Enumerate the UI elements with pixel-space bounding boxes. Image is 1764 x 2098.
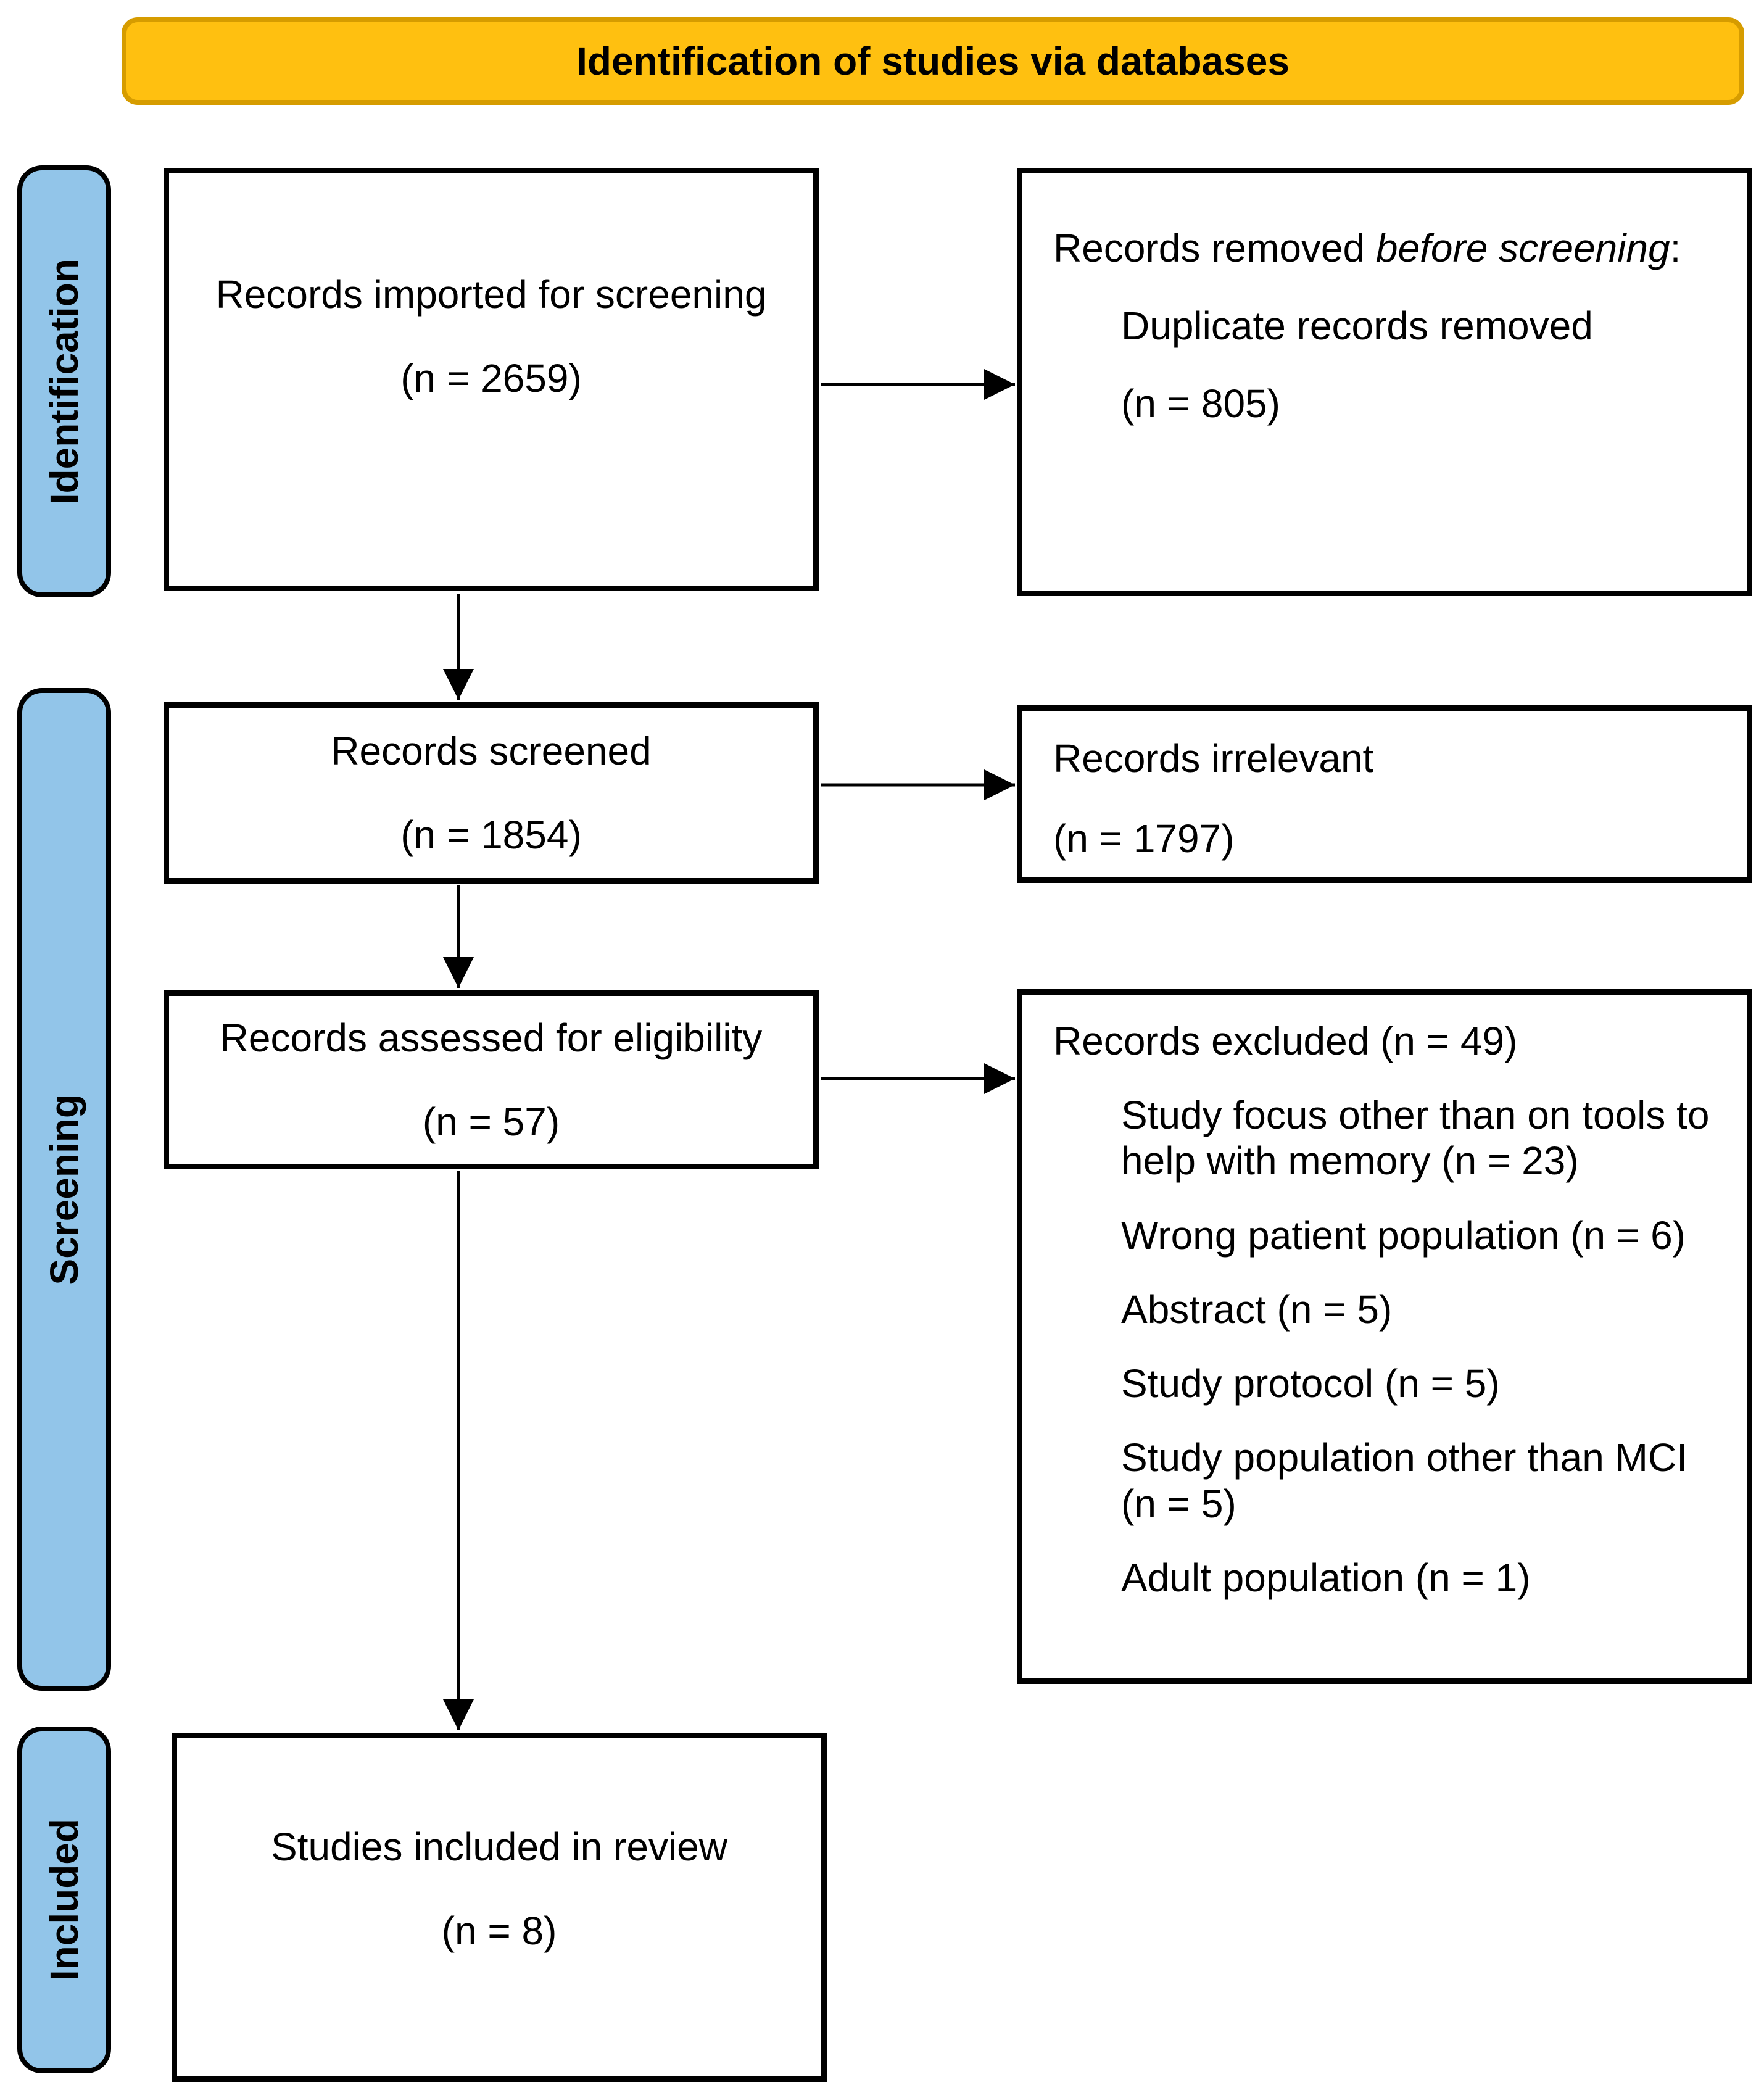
exclusion-reason: Wrong patient population (n = 6)	[1121, 1213, 1686, 1258]
stage-tag-included: Included	[17, 1727, 111, 2073]
box-records-excluded-title: Records excluded (n = 49)	[1053, 1019, 1518, 1063]
box-records-irrelevant-label: Records irrelevant	[1053, 736, 1374, 781]
box-records-imported-count: (n = 2659)	[400, 356, 582, 400]
box-records-screened: Records screened (n = 1854)	[164, 702, 819, 884]
stage-tag-identification: Identification	[17, 165, 111, 597]
box-records-imported: Records imported for screening (n = 2659…	[164, 168, 819, 591]
box-records-removed-title-italic: before screening	[1375, 226, 1670, 270]
box-records-assessed: Records assessed for eligibility (n = 57…	[164, 990, 819, 1169]
box-records-assessed-count: (n = 57)	[422, 1100, 560, 1144]
exclusion-reason: Study population other than MCI (n = 5)	[1121, 1435, 1687, 1526]
box-records-screened-count: (n = 1854)	[400, 813, 582, 857]
box-records-removed: Records removed before screening: Duplic…	[1017, 168, 1752, 596]
exclusion-reason: Abstract (n = 5)	[1121, 1287, 1393, 1332]
box-records-irrelevant-count: (n = 1797)	[1053, 816, 1235, 861]
box-records-irrelevant: Records irrelevant (n = 1797)	[1017, 705, 1752, 883]
exclusion-reason: Adult population (n = 1)	[1121, 1555, 1531, 1600]
stage-tag-screening-label: Screening	[42, 1093, 86, 1285]
box-records-imported-label: Records imported for screening	[215, 272, 767, 317]
box-studies-included-label: Studies included in review	[271, 1824, 727, 1869]
box-records-assessed-label: Records assessed for eligibility	[220, 1015, 763, 1060]
stage-tag-identification-label: Identification	[42, 258, 86, 505]
box-records-excluded: Records excluded (n = 49) Study focus ot…	[1017, 989, 1752, 1684]
stage-tag-screening: Screening	[17, 688, 111, 1691]
exclusion-reason: Study focus other than on tools to help …	[1121, 1093, 1710, 1184]
box-studies-included: Studies included in review (n = 8)	[172, 1733, 827, 2082]
box-records-removed-title: Records removed before screening:	[1053, 226, 1681, 270]
exclusion-reason: Study protocol (n = 5)	[1121, 1361, 1500, 1406]
box-records-removed-reason: Duplicate records removed	[1121, 304, 1593, 349]
box-studies-included-count: (n = 8)	[441, 1909, 557, 1953]
banner: Identification of studies via databases	[122, 17, 1744, 105]
page-title: Identification of studies via databases	[576, 39, 1290, 83]
stage-tag-included-label: Included	[42, 1818, 86, 1981]
box-records-screened-label: Records screened	[331, 728, 652, 773]
box-records-removed-count: (n = 805)	[1121, 381, 1280, 426]
